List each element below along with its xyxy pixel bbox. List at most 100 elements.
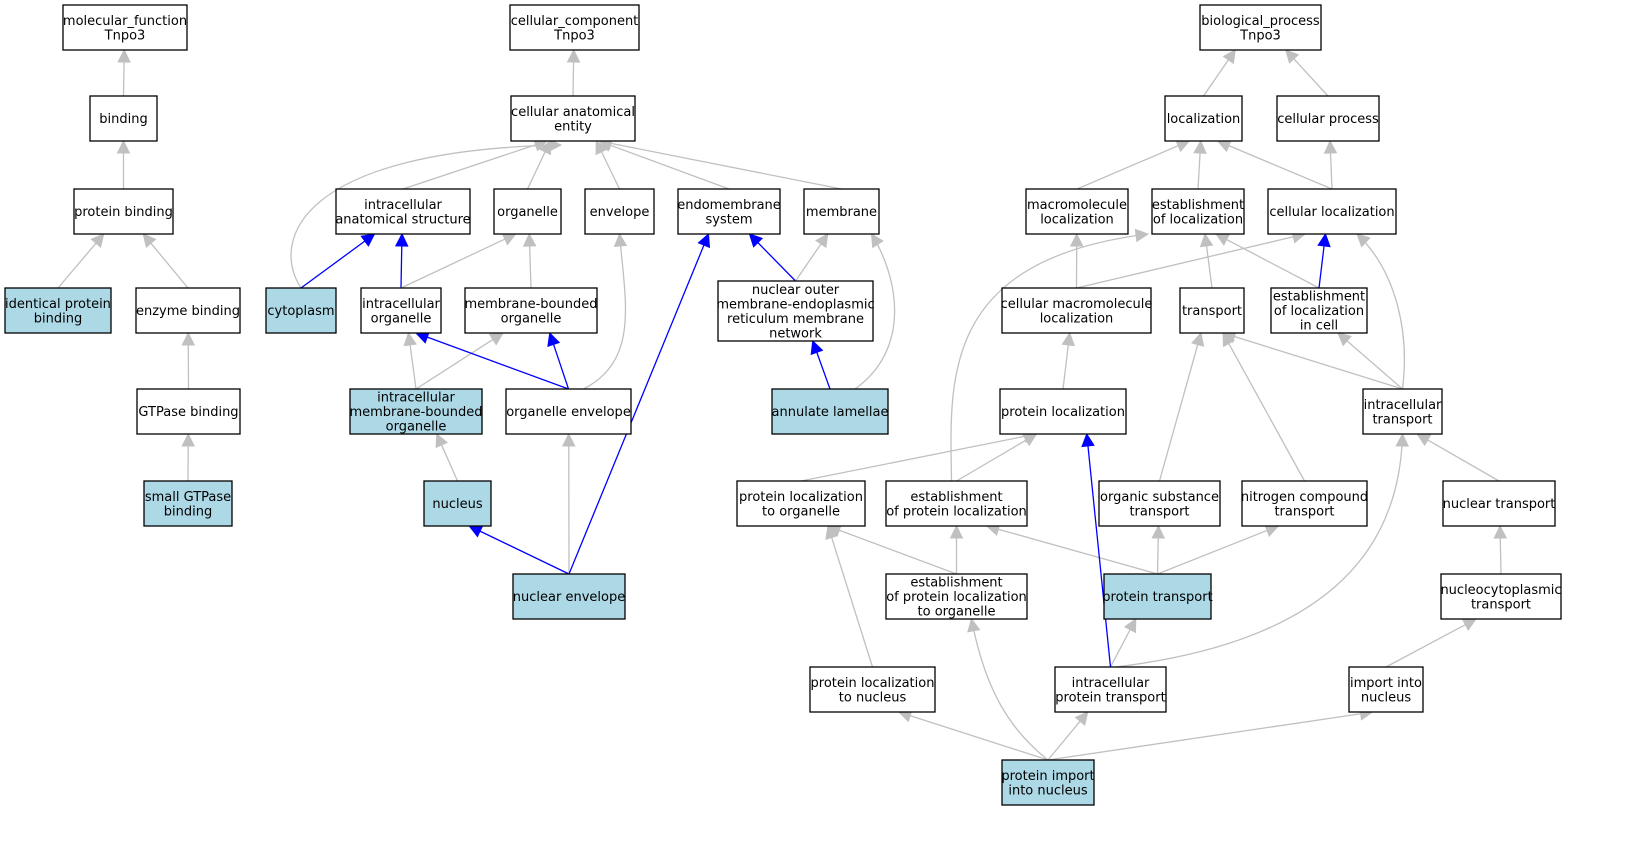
node-cell-process[interactable]: cellular process	[1276, 95, 1380, 142]
node-prot-transport[interactable]: protein transport	[1102, 573, 1213, 620]
node-label-line: biological_process	[1201, 14, 1320, 29]
node-label-line: cytoplasm	[267, 304, 334, 319]
edge-prot_import_nucleus-to-import_nucleus	[1047, 712, 1362, 761]
node-prot-loc[interactable]: protein localization	[999, 388, 1127, 435]
node-label-line: nitrogen compound	[1241, 490, 1368, 505]
node-label-line: transport	[1471, 597, 1531, 612]
node-nucleus[interactable]: nucleus	[423, 480, 492, 527]
node-nuc-env[interactable]: nuclear envelope	[512, 573, 626, 620]
node-label-line: establishment	[1273, 290, 1365, 305]
node-box	[677, 188, 781, 235]
node-org-env[interactable]: organelle envelope	[505, 388, 632, 435]
node-label-line: nucleocytoplasmic	[1440, 583, 1561, 598]
node-label-line: to nucleus	[839, 690, 907, 705]
node-label-line: annulate lamellae	[772, 405, 889, 420]
node-label-line: intracellular	[362, 297, 440, 312]
node-box	[464, 287, 598, 334]
node-membrane[interactable]: membrane	[803, 188, 880, 235]
node-cytoplasm[interactable]: cytoplasm	[265, 287, 337, 334]
node-box	[510, 95, 636, 142]
node-localization[interactable]: localization	[1164, 95, 1243, 142]
edge-org_env-to-mbo	[552, 343, 570, 390]
edge-identical_protein_binding-to-protein_binding	[57, 241, 98, 289]
node-label-line: Tnpo3	[104, 28, 146, 43]
edge-ic_prot_transport-to-prot_transport-arrowhead	[1123, 618, 1137, 634]
node-gtpase-binding[interactable]: GTPase binding	[136, 388, 241, 435]
edge-org_sub_transport-to-transport-arrowhead	[1191, 331, 1205, 347]
edge-org_env-to-io	[426, 336, 569, 390]
node-label-line: membrane-bounded	[464, 297, 597, 312]
edge-ncyto_transport-to-nuclear_transport	[1499, 536, 1502, 575]
edge-nuc_env-to-org_env-arrowhead	[561, 432, 576, 447]
node-label-line: cellular localization	[1269, 205, 1394, 220]
node-box	[265, 287, 337, 334]
node-protein-binding[interactable]: protein binding	[73, 188, 174, 235]
node-box	[1362, 388, 1443, 435]
node-label-line: cellular process	[1277, 112, 1379, 127]
edge-ic_prot_transport-to-prot_loc	[1087, 444, 1112, 668]
node-box	[73, 188, 174, 235]
node-label-line: establishment	[1152, 198, 1244, 213]
node-label-line: to organelle	[918, 605, 996, 620]
edge-cell_loc-to-cell_process	[1329, 151, 1333, 190]
edge-ias-to-cae	[402, 143, 537, 190]
node-enzyme-binding[interactable]: enzyme binding	[135, 287, 241, 334]
edge-ic_transport-to-transport	[1233, 335, 1403, 390]
node-label-line: of protein localization	[886, 590, 1027, 605]
edge-localization-to-bp-arrowhead	[1222, 49, 1236, 65]
edge-transport-to-est_loc	[1205, 244, 1213, 289]
node-box	[136, 388, 241, 435]
edge-identical_protein_binding-to-protein_binding-arrowhead	[90, 233, 105, 248]
edge-prot_transport-to-org_sub_transport	[1156, 536, 1159, 575]
node-envelope[interactable]: envelope	[584, 188, 655, 235]
node-label-line: nucleus	[432, 497, 482, 512]
node-binding[interactable]: binding	[89, 95, 158, 142]
edge-nuc_env-to-endomembrane	[568, 243, 705, 575]
edge-mbo-to-organelle	[528, 244, 532, 289]
node-annulate[interactable]: annulate lamellae	[771, 388, 889, 435]
edge-nuclear_transport-to-ic_transport	[1426, 438, 1500, 482]
node-label-line: organelle	[386, 420, 447, 435]
edge-cytoplasm-to-cae	[290, 144, 562, 289]
node-box	[809, 666, 936, 713]
node-label-line: to organelle	[762, 504, 840, 519]
edge-imbo-to-mbo	[415, 338, 495, 390]
node-nomern[interactable]: nuclear outermembrane-endoplasmicreticul…	[716, 280, 875, 342]
node-label-line: organelle	[501, 311, 562, 326]
node-organelle[interactable]: organelle	[493, 188, 562, 235]
node-nuclear-transport[interactable]: nuclear transport	[1442, 480, 1556, 527]
node-label-line: enzyme binding	[136, 304, 240, 319]
node-transport[interactable]: transport	[1179, 287, 1245, 334]
node-cell-loc[interactable]: cellular localization	[1267, 188, 1397, 235]
node-label-line: protein transport	[1102, 590, 1212, 605]
node-box	[1440, 573, 1562, 620]
node-box	[360, 287, 442, 334]
